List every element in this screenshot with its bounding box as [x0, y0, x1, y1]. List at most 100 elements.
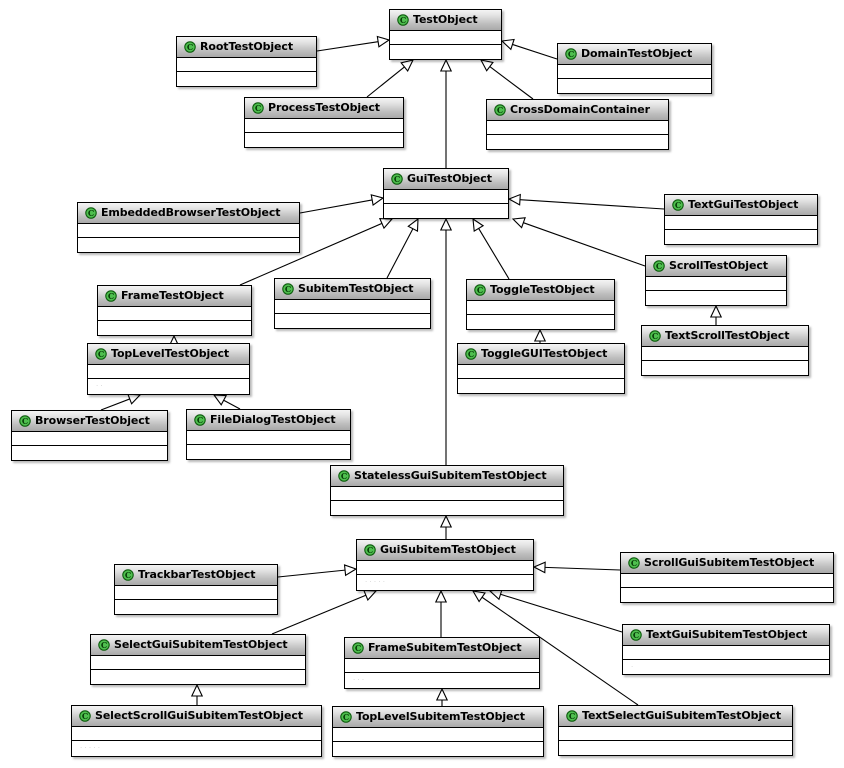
class-icon: C: [184, 41, 196, 53]
generalization-DomainTestObject-to-TestObject: [500, 38, 558, 60]
class-icon: C: [672, 199, 684, 211]
class-attributes-compartment: [72, 727, 321, 741]
class-attributes-compartment: [390, 31, 501, 45]
generalization-FileDialogTestObject-to-TopLevelTestObject: [212, 394, 241, 410]
compartment-faint-text: · · · · ·: [365, 578, 386, 586]
class-operations-compartment: · · ·: [345, 673, 539, 688]
class-operations-compartment: [390, 45, 501, 59]
class-attributes-compartment: [98, 307, 251, 321]
class-icon: C: [653, 260, 665, 272]
generalization-TextGuiTestObject-to-GuiTestObject: [507, 193, 665, 210]
svg-text:C: C: [477, 285, 483, 295]
class-box-FrameTestObject[interactable]: C FrameTestObject: [97, 285, 252, 336]
generalization-arrowhead: [479, 59, 494, 72]
edge-line: [316, 41, 379, 52]
class-name-label: TextSelectGuiSubitemTestObject: [582, 709, 782, 722]
class-operations-compartment: [559, 741, 792, 755]
generalization-arrowhead: [471, 590, 486, 603]
class-attributes-compartment: [245, 119, 403, 133]
generalization-arrowhead: [407, 217, 419, 233]
class-header: C CrossDomainContainer: [487, 100, 668, 121]
class-attributes-compartment: [558, 65, 711, 79]
edge-line: [512, 43, 558, 60]
class-icon: C: [465, 348, 477, 360]
edge-line: [519, 199, 665, 210]
class-attributes-compartment: [331, 487, 563, 501]
class-attributes-compartment: [91, 656, 305, 670]
svg-text:C: C: [108, 291, 114, 301]
edge-line: [299, 199, 373, 214]
class-icon: C: [494, 104, 506, 116]
class-attributes-compartment: [357, 561, 533, 575]
class-attributes-compartment: [345, 659, 539, 673]
class-name-label: FrameTestObject: [121, 289, 224, 302]
svg-text:C: C: [468, 349, 474, 359]
class-operations-compartment: [646, 291, 786, 305]
class-attributes-compartment: [12, 432, 167, 446]
generalization-arrowhead: [370, 194, 385, 207]
generalization-arrowhead: [127, 393, 142, 405]
class-operations-compartment: · · · · ·: [357, 575, 533, 590]
class-box-CrossDomainContainer[interactable]: C CrossDomainContainer: [486, 99, 669, 150]
svg-text:C: C: [633, 630, 639, 640]
generalization-arrowhead: [439, 514, 453, 528]
edge-line: [500, 593, 623, 633]
generalization-StatelessGuiSubitemTestObject-to-GuiTestObject: [439, 217, 453, 465]
class-operations-compartment: [98, 321, 251, 335]
svg-text:C: C: [355, 643, 361, 653]
class-name-label: SelectScrollGuiSubitemTestObject: [95, 709, 303, 722]
generalization-arrowhead: [439, 58, 453, 72]
class-name-label: SubitemTestObject: [298, 282, 414, 295]
class-icon: C: [474, 284, 486, 296]
class-icon: C: [282, 283, 294, 295]
edge-line: [386, 228, 414, 279]
generalization-ToggleGUITestObject-to-ToggleTestObject: [533, 328, 547, 343]
svg-text:C: C: [343, 712, 349, 722]
class-name-label: TrackbarTestObject: [138, 568, 256, 581]
class-icon: C: [338, 470, 350, 482]
class-icon: C: [19, 415, 31, 427]
svg-text:C: C: [98, 349, 104, 359]
generalization-RootTestObject-to-TestObject: [316, 35, 391, 52]
class-operations-compartment: [621, 588, 833, 602]
class-name-label: DomainTestObject: [581, 47, 693, 60]
class-attributes-compartment: [177, 58, 316, 72]
class-box-SubitemTestObject[interactable]: C SubitemTestObject: [274, 278, 431, 329]
class-attributes-compartment: [187, 431, 350, 445]
generalization-arrowhead: [472, 217, 485, 233]
class-name-label: CrossDomainContainer: [510, 103, 650, 116]
edge-line: [223, 399, 241, 410]
svg-text:C: C: [22, 416, 28, 426]
